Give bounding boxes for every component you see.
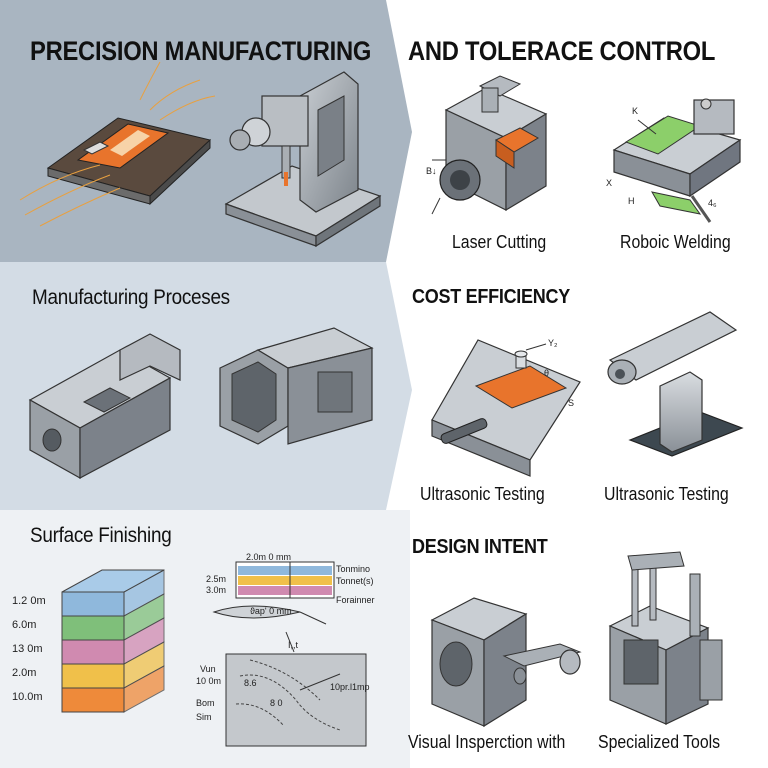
machined-block-illustration [28,333,181,480]
caption-ultrasonic-testing-2: Ultrasonic Testing [604,484,729,504]
tolerance-drawing [212,561,367,747]
tol-s2: 8 0 [270,698,283,708]
heading-tolerance-control: AND TOLERACE CONTROL [408,36,716,66]
housing-illustration [219,327,374,445]
heading-surface-finishing: Surface Finishing [30,524,172,547]
surface-layer-label: 2.0m [12,667,36,679]
laser-label-b: B↓ [426,166,437,176]
surface-layer-front [61,615,125,641]
surface-layer-front [61,639,125,665]
tol-bom: Bom [196,698,215,708]
laser-plate-illustration [19,61,216,227]
tol-r1-right: Tonmino [336,564,370,574]
surface-layer-label: 1.2 0m [12,595,46,607]
heading-cost-efficiency: COST EFFICIENCY [412,286,570,308]
tol-ten: 10 0m [196,676,221,686]
heading-precision-manufacturing: PRECISION MANUFACTURING [30,36,372,66]
robotic-welding-illustration [612,98,742,223]
tol-arrow-label: I,,t [288,640,299,650]
ultrasonic-testing-illustration-1 [431,339,581,477]
surface-layer-label: 10.0m [12,691,43,703]
weld-label-4: 4₆ [708,198,717,208]
weld-label-k: K [632,106,638,116]
ultra-label-y: Y₂ [548,338,558,348]
tol-r1-left: 2.5m [206,574,226,584]
ultra-label-theta: θ [544,368,549,378]
surface-layer-label: 13 0m [12,643,43,655]
tol-s1: 8.6 [244,678,257,688]
caption-visual-inspection: Visual Insperction with [408,732,566,752]
caption-laser-cutting: Laser Cutting [452,232,547,252]
surface-layer-front [61,591,125,617]
caption-ultrasonic-testing-1: Ultrasonic Testing [420,484,545,504]
surface-layer-side [123,665,165,713]
visual-inspection-illustration [430,597,582,728]
weld-label-x: X [606,178,612,188]
caption-specialized-tools: Specialized Tools [598,732,721,752]
tol-r2-left: 3.0m [206,585,226,595]
heading-manufacturing-processes: Manufacturing Proceses [32,286,230,309]
tol-right-note: 10pr.l1mp [330,682,370,692]
ultrasonic-testing-illustration-2 [607,311,744,457]
tol-sim: Sim [196,712,212,722]
layered-block-illustration [61,569,165,713]
tol-vun: Vun [200,664,216,674]
heading-design-intent: DESIGN INTENT [412,536,548,558]
tol-r3-right: Forainner [336,595,375,605]
tol-top: 2.0m 0 mm [246,552,291,562]
tol-r2-right: Tonnet(s) [336,576,374,586]
caption-robotic-welding: Roboic Welding [620,232,731,252]
machine-fixture-illustration [224,71,382,248]
surface-layer-label: 6.0m [12,619,36,631]
specialized-tools-illustration [608,551,723,725]
ultra-label-s: S [568,398,574,408]
tol-callout: ϑap' 0 mm [250,606,292,616]
surface-layer-top [61,569,165,593]
surface-layer-front [61,663,125,689]
weld-label-h: H [628,196,635,206]
surface-layer-front [61,687,125,713]
layer-labels: 1.2 0m 6.0m 13 0m 2.0m 10.0m [12,595,46,703]
laser-cutting-illustration [431,75,548,215]
